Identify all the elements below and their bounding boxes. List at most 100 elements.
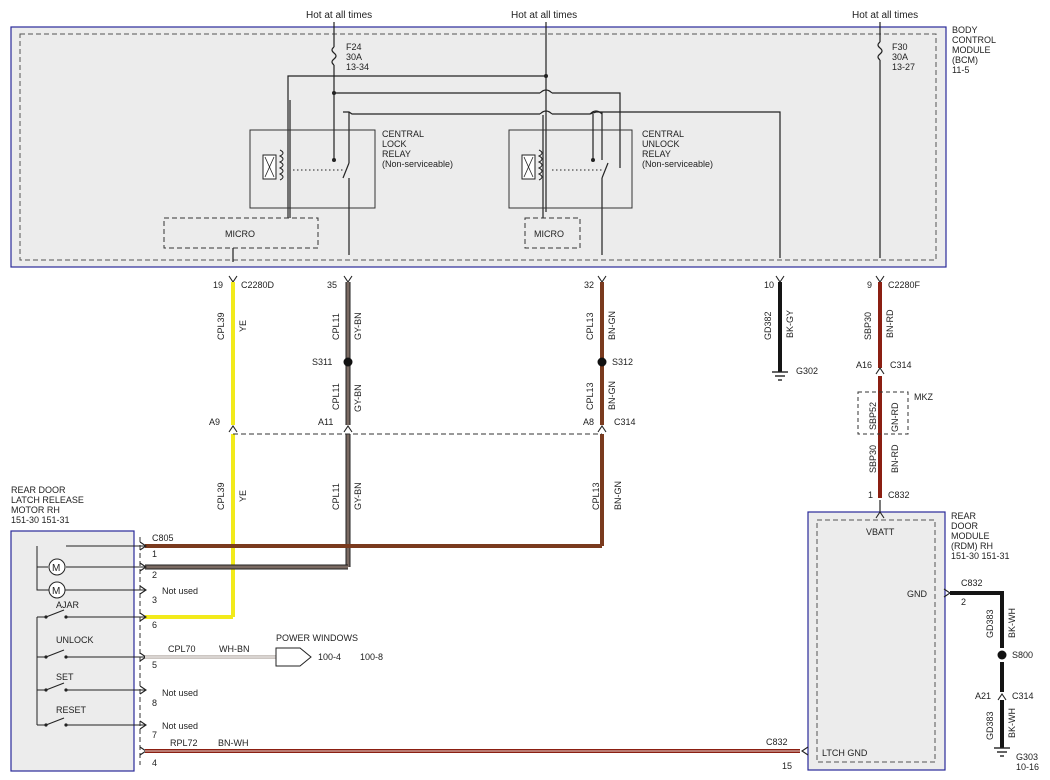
unlock-relay-line: (Non-serviceable) <box>642 159 713 169</box>
wire-label: GY-BN <box>353 312 363 340</box>
wire-label: YE <box>238 320 248 332</box>
page-reference-arrow-icon[interactable] <box>275 647 312 667</box>
wire-label: BK-WH <box>1007 708 1017 738</box>
bcm-title-line: 11-5 <box>952 65 969 75</box>
micro-label-right: MICRO <box>534 229 564 239</box>
pin-9: 9 <box>867 280 872 290</box>
switch-label-set: SET <box>56 672 74 682</box>
unlock-relay-coil-icon <box>521 149 543 181</box>
bcm-inner-dashed <box>19 33 937 261</box>
hot-label-3: Hot at all times <box>852 10 918 21</box>
wire-label: CPL39 <box>216 312 226 340</box>
wire-label: BK-GY <box>785 310 795 338</box>
switch-label-reset: RESET <box>56 705 87 715</box>
splice-label: S312 <box>612 357 633 367</box>
latch-pin: 6 <box>152 620 157 630</box>
cavity-a11: A11 <box>318 417 333 427</box>
pin-10: 10 <box>764 280 774 290</box>
wire-label: GD383 <box>985 609 995 638</box>
fuse-f24-ref: 13-34 <box>346 62 369 72</box>
rdm-title-line: DOOR <box>951 521 979 531</box>
wire-cpl13 <box>145 282 604 548</box>
latch-pin: 3 <box>152 595 157 605</box>
fuse-f30-label: F30 <box>892 42 908 52</box>
switch-ajar-icon <box>44 609 68 619</box>
fuse-f24-rating: 30A <box>346 52 362 62</box>
wire-label: BN-RD <box>890 444 900 473</box>
motor-icon: M <box>48 558 66 576</box>
motor-symbol: M <box>52 586 60 597</box>
latch-pin: 1 <box>152 549 157 559</box>
wire-label: GY-BN <box>353 384 363 412</box>
rdm-vbatt: VBATT <box>866 527 895 537</box>
rdm-title-line: MODULE <box>951 531 990 541</box>
bcm-title-line: BODY <box>952 25 978 35</box>
wire-label: BN-WH <box>218 738 249 748</box>
connector-c314-label: C314 <box>614 417 636 427</box>
wire-label: CPL11 <box>331 383 341 410</box>
wire-gd383 <box>950 591 1010 757</box>
latch-outline <box>10 530 135 772</box>
wire-cpl39 <box>145 282 235 619</box>
rdm-pin-1: 1 <box>868 490 873 500</box>
splice-s311: S311 <box>312 357 353 367</box>
cavity-a9: A9 <box>209 417 220 427</box>
connector-c314: A9 A11 A8 C314 <box>209 417 636 435</box>
hot-label-1: Hot at all times <box>306 10 372 21</box>
pin-19: 19 <box>213 280 223 290</box>
switch-reset-icon <box>44 717 68 727</box>
connector-c2280: 19 C2280D 35 32 10 9 C2280F <box>213 275 921 290</box>
connector-c2280f: C2280F <box>888 280 921 290</box>
wire-label: BN-GN <box>613 481 623 510</box>
switch-label-ajar: AJAR <box>56 600 80 610</box>
mkz-option-box <box>857 391 909 435</box>
rdm-outline <box>807 511 946 771</box>
not-used-label: Not used <box>162 721 198 731</box>
power-windows-ref[interactable]: POWER WINDOWS 100-4 100-8 <box>275 633 383 667</box>
wire-label: SBP30 <box>868 445 878 473</box>
latch-release-motor: REAR DOOR LATCH RELEASE MOTOR RH 151-30 … <box>10 485 198 772</box>
latch-title-line: MOTOR RH <box>11 505 60 515</box>
rdm-pin-15: 15 <box>782 761 792 771</box>
bcm-outline <box>10 26 947 268</box>
bcm-title-line: (BCM) <box>952 55 978 65</box>
wire-label: BN-GN <box>607 381 617 410</box>
wire-label: SBP52 <box>868 402 878 430</box>
splice-label: S311 <box>312 357 332 367</box>
wire-label: RPL72 <box>170 738 198 748</box>
bcm-title-line: MODULE <box>952 45 991 55</box>
latch-pin: 2 <box>152 570 157 580</box>
fuse-f30-ref: 13-27 <box>892 62 915 72</box>
latch-pin: 8 <box>152 698 157 708</box>
cavity-a21: A21 <box>975 691 991 701</box>
rdm-title-line: (RDM) RH <box>951 541 993 551</box>
power-windows-ref-1[interactable]: 100-4 <box>318 652 341 662</box>
rdm-gnd: GND <box>907 589 928 599</box>
bcm-title: BODY CONTROL MODULE (BCM) 11-5 <box>952 25 996 75</box>
switch-set-icon <box>44 682 68 692</box>
wire-label: GD383 <box>985 711 995 740</box>
motor-icon: M <box>48 581 66 599</box>
mkz-label: MKZ <box>914 392 934 402</box>
rdm-module: REAR DOOR MODULE (RDM) RH 151-30 151-31 … <box>766 490 1010 771</box>
wire-label: GY-BN <box>353 482 363 510</box>
pin-32: 32 <box>584 280 594 290</box>
fuse-f24-icon <box>331 46 337 66</box>
wire-label: YE <box>238 490 248 502</box>
wire-label: WH-BN <box>219 644 250 654</box>
pin-35: 35 <box>327 280 337 290</box>
lock-relay-line: CENTRAL <box>382 129 424 139</box>
vertical-wire-labels: CPL39 YE CPL11 GY-BN CPL13 BN-GN GD382 B… <box>216 309 1017 740</box>
ground-g303: G303 <box>1016 752 1038 762</box>
wire-label: BN-RD <box>885 309 895 338</box>
wire-cpl70: CPL70 WH-BN <box>145 644 276 659</box>
latch-title-line: 151-30 151-31 <box>11 515 70 525</box>
fuse-f24-label: F24 <box>346 42 362 52</box>
hot-label-2: Hot at all times <box>511 10 577 21</box>
power-windows-ref-2[interactable]: 100-8 <box>360 652 383 662</box>
splice-s312: S312 <box>597 357 633 367</box>
bcm-module: BODY CONTROL MODULE (BCM) 11-5 Hot at al… <box>10 10 996 268</box>
central-unlock-relay <box>508 129 633 209</box>
rdm-inner-dashed <box>816 519 936 763</box>
